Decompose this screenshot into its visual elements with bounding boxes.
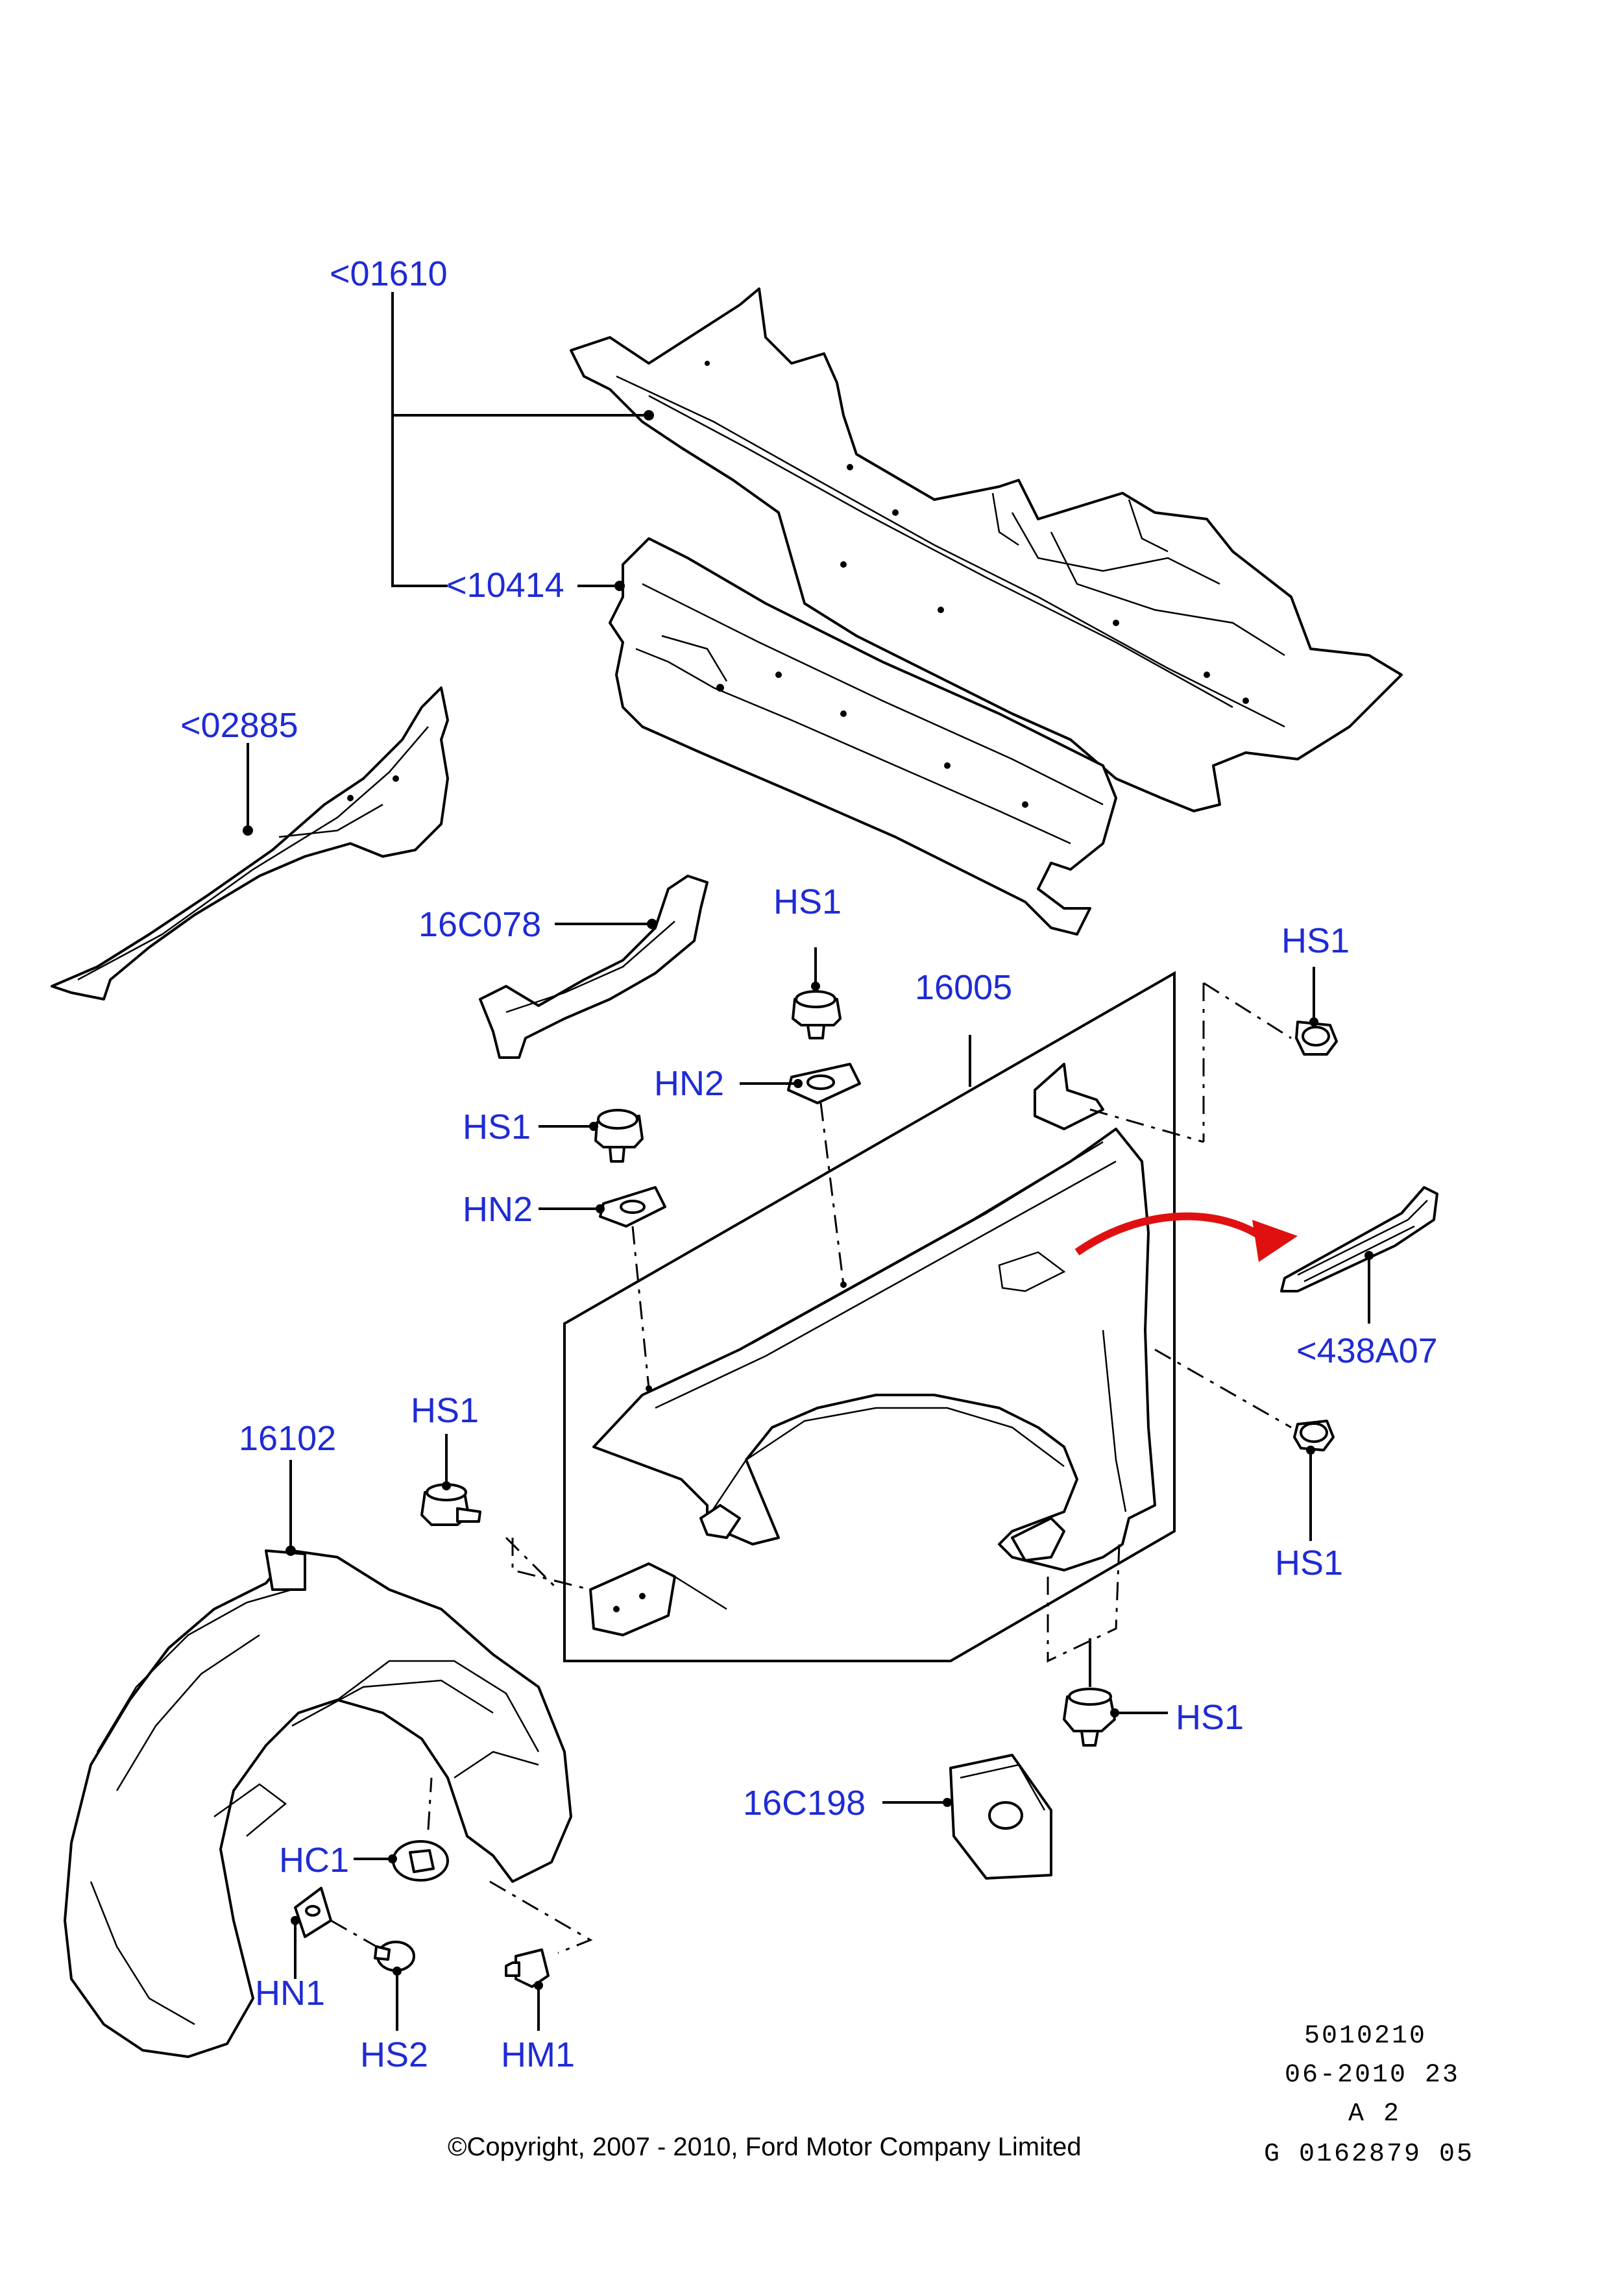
fender-bracket — [589, 1562, 727, 1636]
fender-16005 — [592, 1063, 1156, 1571]
label-hc1: HC1 — [279, 1841, 349, 1880]
bracket-02885 — [51, 686, 449, 1000]
clip-hc1 — [392, 1840, 449, 1882]
fender-frame — [563, 971, 1176, 1662]
label-hn2-left: HN2 — [463, 1190, 533, 1229]
bolt-hs1-bottom — [1063, 1688, 1116, 1747]
bolt-hs1-right-top — [1295, 1021, 1338, 1056]
side-marker-438A07 — [1280, 1186, 1438, 1292]
label-hs2: HS2 — [360, 2035, 428, 2074]
label-02885: <02885 — [180, 706, 298, 745]
bolt-hs1-right-low — [1293, 1420, 1335, 1451]
label-16102: 16102 — [239, 1419, 336, 1458]
label-10414: <10414 — [446, 566, 564, 605]
label-hm1: HM1 — [501, 2035, 575, 2074]
pushpin-hm1 — [505, 1948, 550, 1988]
bolt-hs1-mid-left — [420, 1483, 481, 1526]
label-01610: <01610 — [330, 254, 448, 293]
label-hs1-bottom: HS1 — [1176, 1698, 1244, 1737]
ref-code-line3: A 2 — [1348, 2100, 1401, 2129]
nut-hn2-left — [599, 1186, 666, 1228]
copyright-notice: ©Copyright, 2007 - 2010, Ford Motor Comp… — [448, 2133, 1082, 2161]
label-16005: 16005 — [915, 968, 1012, 1007]
transfer-arrow — [1074, 1212, 1268, 1255]
bolt-hs1-top — [792, 990, 842, 1039]
label-hs1-mid-left: HS1 — [411, 1391, 479, 1430]
label-16C198: 16C198 — [743, 1784, 866, 1823]
nut-hn2-center — [787, 1063, 861, 1104]
wheel-arch-liner-16102 — [64, 1549, 572, 2058]
plate-16C198 — [949, 1754, 1052, 1880]
dash-panel-01610 — [570, 287, 1403, 812]
ref-code-line2: 06-2010 23 — [1285, 2061, 1460, 2090]
label-hs1-right-low: HS1 — [1275, 1544, 1343, 1582]
bracket-16C078 — [479, 875, 709, 1059]
label-hs1-top: HS1 — [773, 882, 842, 921]
ref-code-line4: G 0162879 05 — [1264, 2140, 1474, 2169]
label-16C078: 16C078 — [418, 905, 541, 944]
label-438A07: <438A07 — [1296, 1331, 1438, 1370]
label-hn2-center: HN2 — [654, 1064, 724, 1103]
nut-hn1 — [294, 1887, 332, 1938]
cowl-panel-10414 — [609, 537, 1117, 936]
ref-code-line1: 5010210 — [1304, 2022, 1427, 2051]
label-hs1-left: HS1 — [463, 1108, 531, 1146]
bolt-hs1-left — [594, 1109, 644, 1163]
label-hn1: HN1 — [255, 1974, 325, 2013]
screw-hs2 — [374, 1941, 415, 1972]
label-hs1-right-top: HS1 — [1281, 921, 1350, 960]
leader-10414-bracket — [391, 292, 448, 587]
